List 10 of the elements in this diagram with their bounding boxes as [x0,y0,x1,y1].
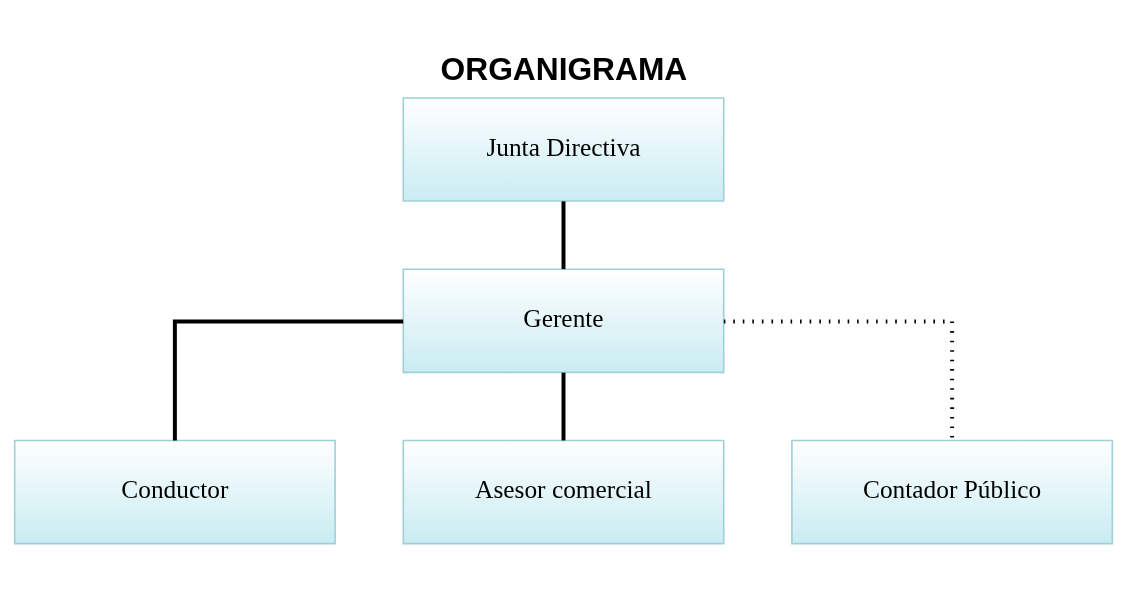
connector [561,372,566,441]
node-box: Junta Directiva [402,97,725,202]
connector [723,319,955,441]
diagram-title: ORGANIGRAMA [440,51,688,88]
node-box: Asesor comercial [402,439,725,545]
node-box: Conductor [13,439,336,545]
connector [172,319,404,441]
node-box: Gerente [402,268,725,374]
connector [561,201,566,270]
node-box: Contador Público [791,439,1114,545]
